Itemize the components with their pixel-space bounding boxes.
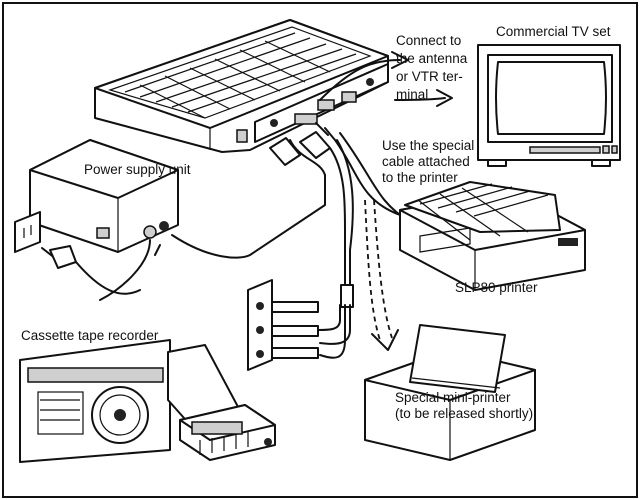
label-connect: Connect to the antenna or VTR ter- minal — [396, 33, 468, 102]
recorder-signal-cable — [317, 229, 354, 359]
antenna-connection-arrow — [319, 51, 453, 107]
tape-deck-illustration — [167, 344, 276, 461]
label-connect-line-1: Connect to — [396, 33, 461, 48]
label-connect-line-3: or VTR ter- — [396, 69, 463, 84]
label-connect-line-4: minal — [396, 87, 428, 102]
label-cable-line-3: to the printer — [382, 170, 458, 185]
jack-panel-illustration — [247, 279, 319, 371]
wall-outlet-illustration — [14, 211, 141, 295]
label-mini-printer-line-1: Special mini-printer — [395, 390, 511, 405]
label-mini-printer: Special mini-printer (to be released sho… — [395, 390, 533, 421]
power-cables — [99, 139, 326, 301]
label-cable: Use the special cable attached to the pr… — [382, 138, 474, 185]
computer-illustration — [94, 19, 389, 153]
label-connect-line-2: the antenna — [396, 51, 468, 66]
label-mini-printer-line-2: (to be released shortly) — [395, 406, 533, 421]
label-power-supply: Power supply unit — [84, 162, 191, 177]
mini-printer-dashed-link — [364, 199, 399, 351]
label-cable-line-1: Use the special — [382, 138, 474, 153]
tv-set-illustration — [477, 44, 621, 167]
slp80-printer-illustration — [399, 181, 586, 291]
cassette-recorder-illustration — [19, 339, 171, 463]
label-cable-line-2: cable attached — [382, 154, 470, 169]
mini-printer-illustration — [364, 324, 536, 461]
label-tv: Commercial TV set — [496, 24, 611, 39]
label-cassette-recorder: Cassette tape recorder — [21, 328, 159, 343]
label-slp80-printer: SLP80 printer — [455, 280, 538, 295]
